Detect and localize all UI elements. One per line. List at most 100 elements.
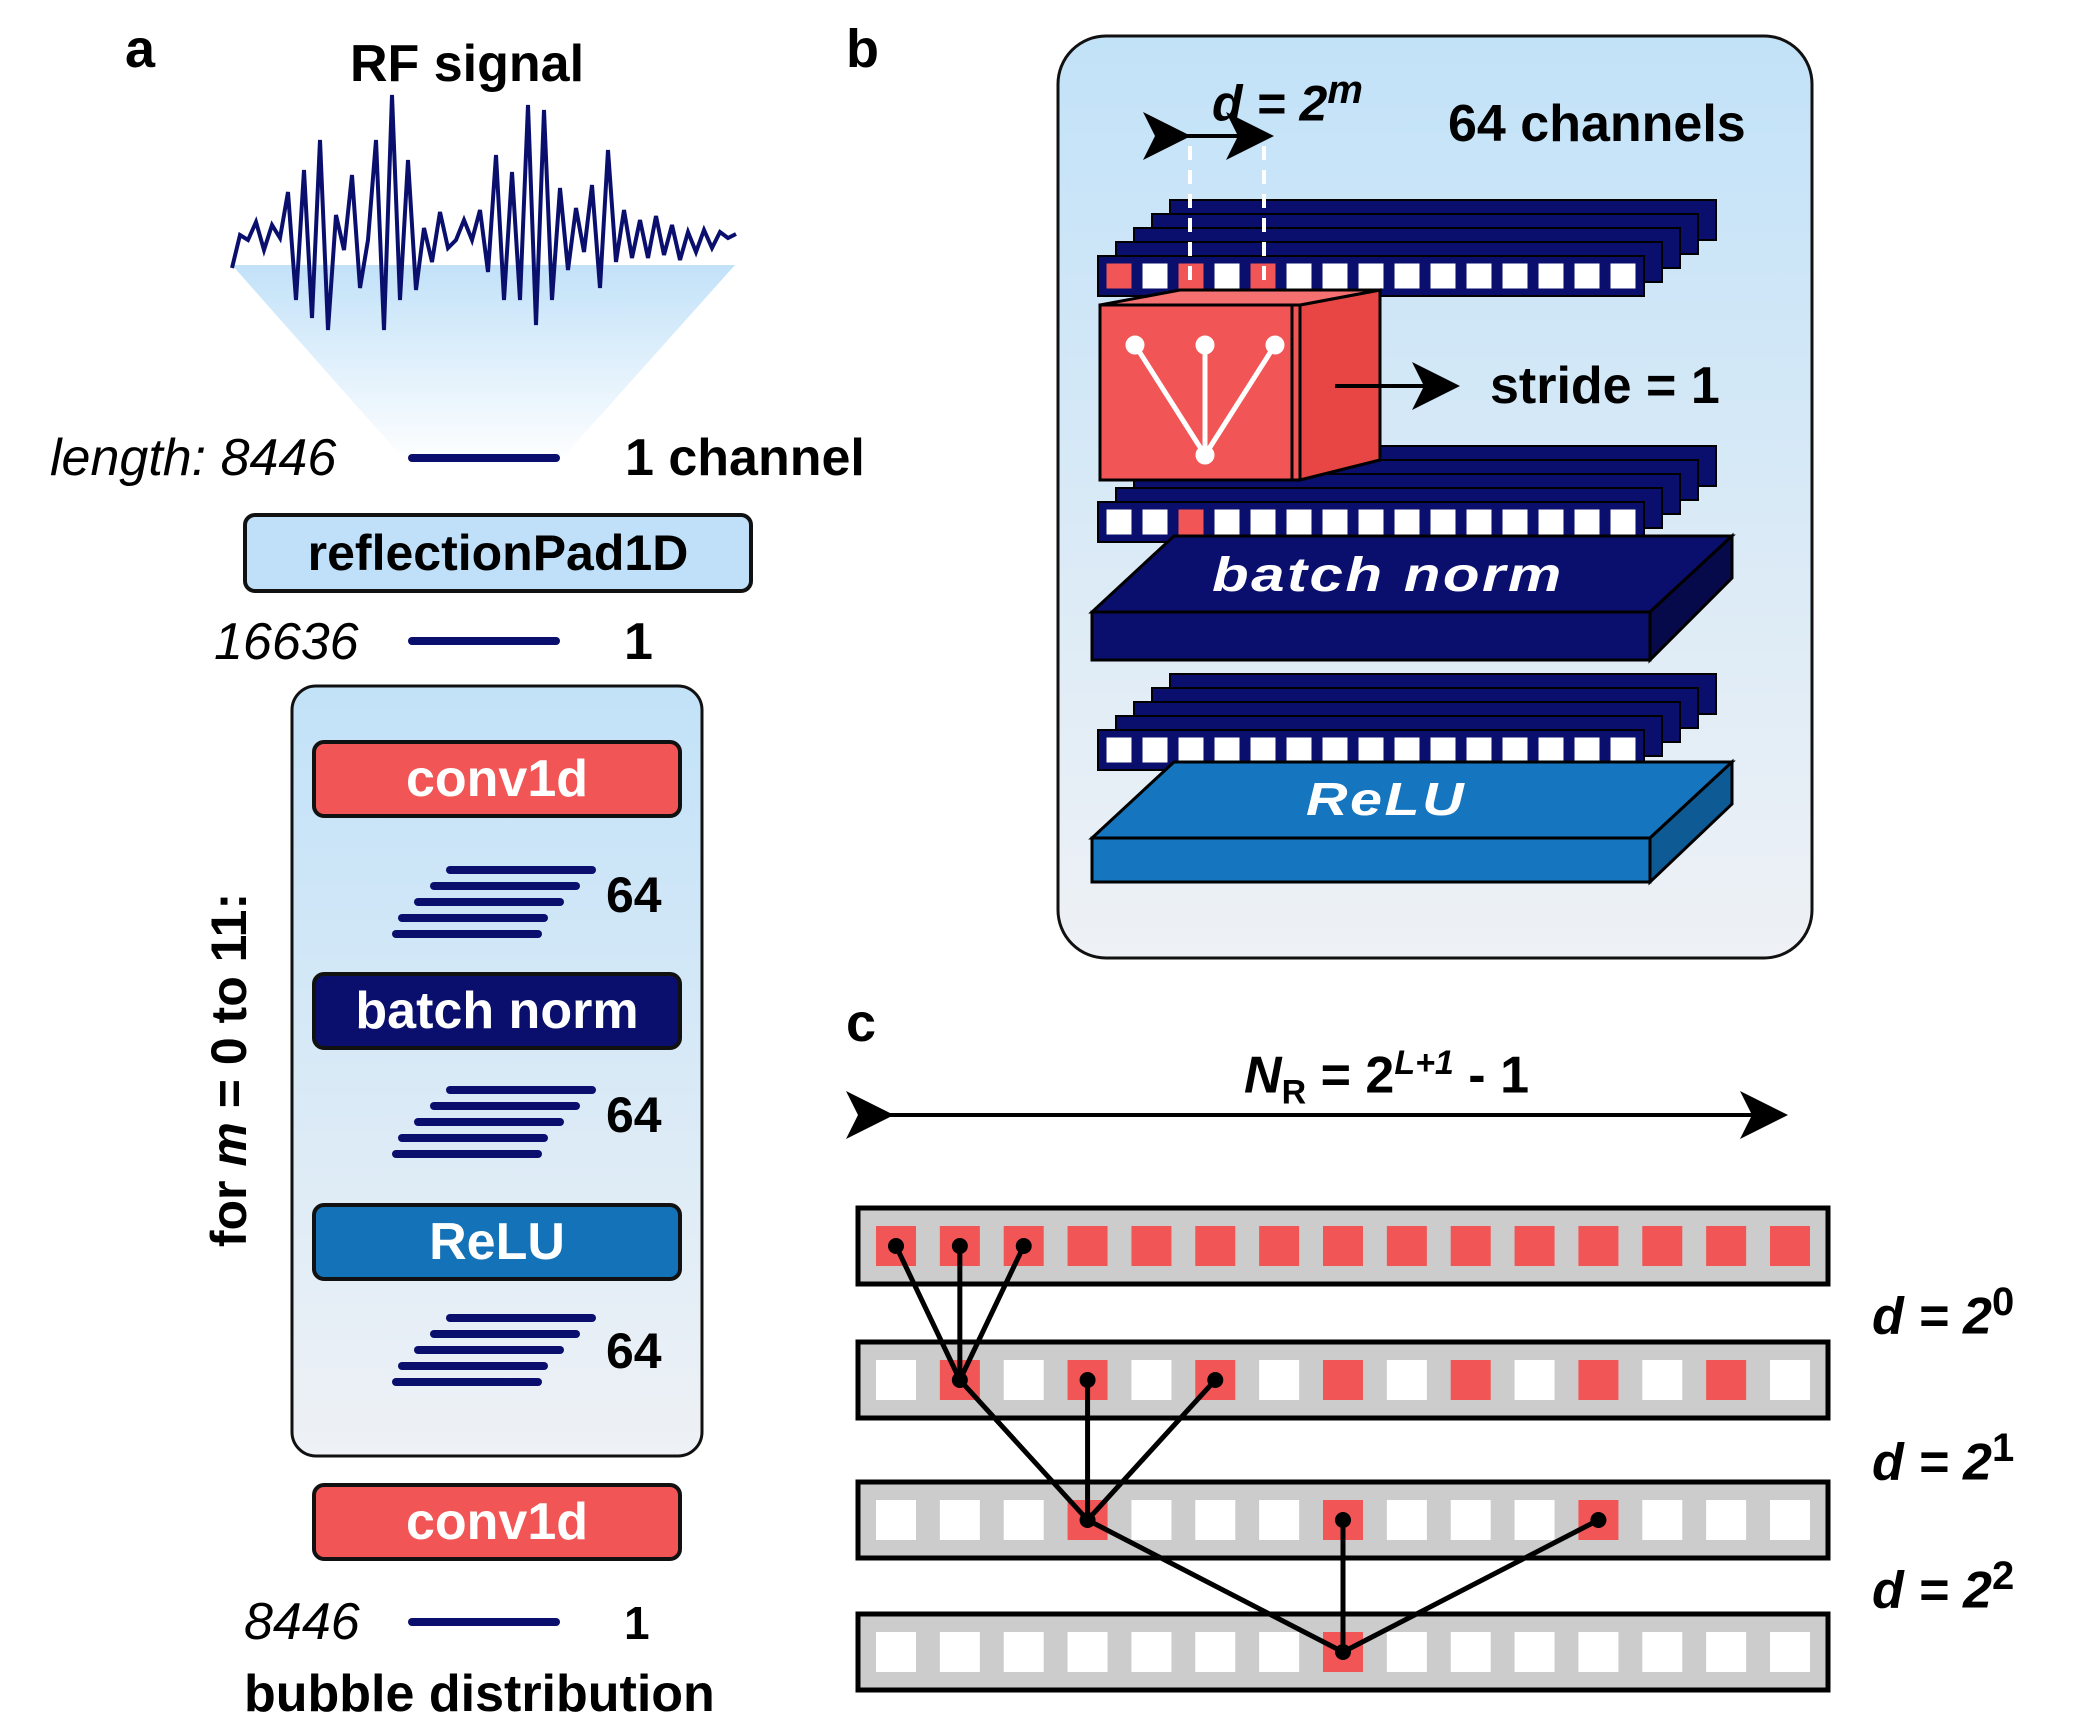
- relu-box: ReLU: [312, 1203, 682, 1281]
- relu-channels-label: 64: [606, 1323, 662, 1379]
- row-cell: [1706, 1500, 1747, 1540]
- row-cell-active: [1259, 1226, 1300, 1266]
- panel-letter-a: a: [125, 19, 156, 79]
- dilation-label-0: d = 20: [1872, 1280, 2015, 1346]
- feature-cell: [1573, 262, 1601, 290]
- connection-node: [1079, 1372, 1096, 1388]
- row-cell: [1514, 1360, 1555, 1400]
- row-cell: [1386, 1360, 1427, 1400]
- channel-stack-bn: [392, 1086, 596, 1158]
- connection-edge: [1085, 1378, 1218, 1522]
- feature-cell-active: [1177, 508, 1205, 536]
- feature-cell: [1465, 262, 1493, 290]
- row-cell: [1514, 1632, 1555, 1672]
- row-cell: [1131, 1632, 1172, 1672]
- connection-edge: [1341, 1517, 1600, 1655]
- feature-cell: [1465, 508, 1493, 536]
- connection-edge: [893, 1244, 963, 1382]
- final-conv1d-label: conv1d: [405, 1493, 589, 1551]
- output-label: bubble distribution: [244, 1665, 715, 1723]
- feature-cell: [1285, 736, 1313, 764]
- feature-cell: [1357, 736, 1385, 764]
- feature-cell: [1141, 508, 1169, 536]
- row-cell: [1386, 1500, 1427, 1540]
- reflection-pad-box: reflectionPad1D: [243, 513, 753, 593]
- row-cell: [876, 1632, 916, 1672]
- conv-channels-label: 64: [606, 867, 662, 923]
- reflection-pad-label: reflectionPad1D: [307, 525, 689, 581]
- feature-cell: [1285, 508, 1313, 536]
- feature-cell: [1141, 736, 1169, 764]
- dilation-label-2: d = 22: [1872, 1554, 2015, 1620]
- feature-cell: [1429, 262, 1457, 290]
- rf-signal-title: RF signal: [350, 35, 585, 93]
- final-conv1d-box: conv1d: [312, 1483, 682, 1561]
- feature-cell: [1213, 736, 1241, 764]
- feature-cell: [1465, 736, 1493, 764]
- row-cell: [1003, 1360, 1044, 1400]
- loop-label: for m = 0 to 11:: [201, 892, 257, 1248]
- panel-letter-b: b: [846, 19, 879, 79]
- connection-edge: [957, 1244, 1026, 1382]
- slab-bn-label: batch norm: [1212, 549, 1564, 602]
- row-cell: [939, 1500, 980, 1540]
- feature-map-stack-1: [1097, 199, 1717, 297]
- row-cell: [876, 1360, 916, 1400]
- row-cell: [1386, 1632, 1427, 1672]
- feature-cell: [1141, 262, 1169, 290]
- rf-signal-waveform: [230, 94, 737, 331]
- feature-cell: [1213, 508, 1241, 536]
- connection-node: [1335, 1512, 1351, 1528]
- channel-stack-relu: [392, 1314, 596, 1386]
- feature-cell: [1393, 262, 1421, 290]
- feature-cell: [1357, 262, 1385, 290]
- feature-cell: [1249, 508, 1277, 536]
- feature-cell: [1429, 736, 1457, 764]
- row-cell-active: [1450, 1226, 1491, 1266]
- row-cell-active: [1642, 1226, 1683, 1266]
- feature-cell: [1609, 262, 1637, 290]
- row-cell: [1770, 1500, 1810, 1540]
- row-cell: [1003, 1632, 1044, 1672]
- row-cell-active: [1450, 1360, 1491, 1400]
- row-cell-active: [1770, 1226, 1810, 1266]
- row-cell-active: [1578, 1360, 1619, 1400]
- feature-map-stack-3: [1097, 673, 1717, 771]
- input-length-label: length: 8446: [50, 429, 337, 487]
- feature-cell: [1537, 262, 1565, 290]
- input-channels-label: 1 channel: [625, 429, 865, 487]
- feature-cell: [1501, 508, 1529, 536]
- row-cell: [1003, 1500, 1044, 1540]
- relu-slab: [1088, 758, 1736, 886]
- connection-node: [951, 1372, 968, 1388]
- row-cell-active: [1706, 1226, 1747, 1266]
- dilation-label-1: d = 21: [1872, 1426, 2015, 1492]
- feature-cell: [1285, 262, 1313, 290]
- connection-node: [1079, 1512, 1096, 1528]
- feature-cell: [1573, 736, 1601, 764]
- connection-node: [1335, 1644, 1351, 1660]
- feature-cell: [1105, 508, 1133, 536]
- batch-norm-label: batch norm: [355, 982, 639, 1040]
- connection-edge: [958, 1378, 1090, 1522]
- feature-cell: [1429, 508, 1457, 536]
- row-cell: [1131, 1500, 1172, 1540]
- feature-cell: [1501, 736, 1529, 764]
- row-cell: [1578, 1632, 1619, 1672]
- batch-norm-box: batch norm: [312, 972, 682, 1050]
- connection-edge: [1086, 1517, 1345, 1655]
- row-cell-active: [1067, 1226, 1108, 1266]
- row-cell: [1195, 1500, 1236, 1540]
- signal-funnel: [232, 265, 735, 455]
- feature-cell: [1609, 736, 1637, 764]
- feature-cell: [1321, 508, 1349, 536]
- feature-cell: [1357, 508, 1385, 536]
- channels-label: 64 channels: [1448, 95, 1746, 153]
- connection-node: [951, 1238, 968, 1254]
- channel-stack-conv: [392, 866, 596, 938]
- dilation-connections: [888, 1238, 1607, 1660]
- row-cell: [876, 1500, 916, 1540]
- feature-cell: [1213, 262, 1241, 290]
- stride-label: stride = 1: [1490, 357, 1720, 415]
